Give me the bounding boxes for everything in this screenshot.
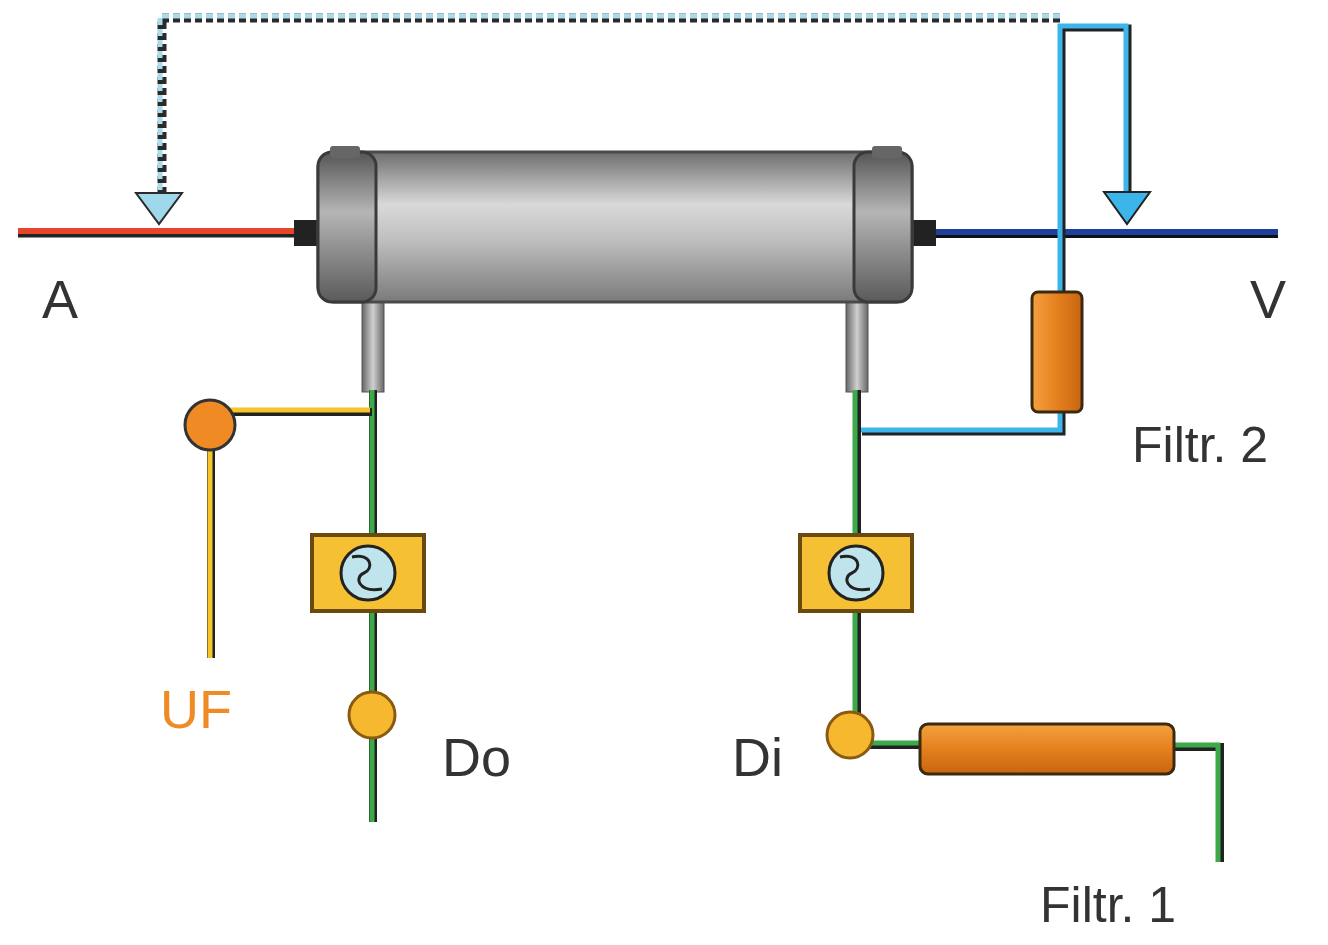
port-label: Do	[442, 730, 511, 784]
filter-label: Filtr. 2	[1132, 420, 1268, 470]
dialyzer	[294, 146, 936, 392]
filter-label: Filtr. 1	[1040, 880, 1176, 930]
pump-symbol	[800, 535, 912, 611]
venous-label: V	[1250, 272, 1286, 326]
venous-line	[930, 232, 1278, 236]
arterial-label: A	[42, 272, 78, 326]
uf-line	[185, 400, 372, 658]
filter-2	[1032, 292, 1082, 412]
filter-1	[920, 724, 1174, 774]
uf-label: UF	[160, 682, 232, 736]
pump-symbol	[312, 535, 424, 611]
dialysate-in-port	[827, 712, 873, 758]
arterial-line	[18, 231, 300, 235]
dialysate-out-port	[349, 692, 395, 738]
port-label: Di	[732, 730, 783, 784]
